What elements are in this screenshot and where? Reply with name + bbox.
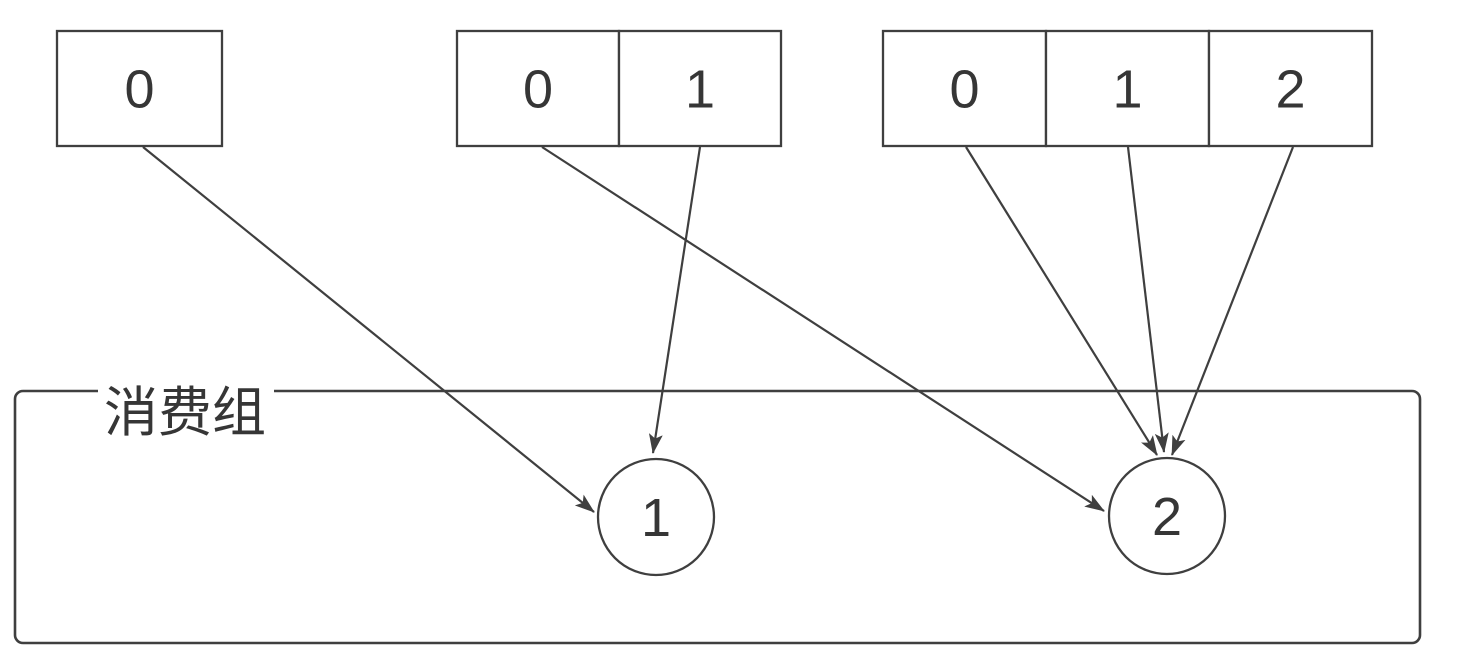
consumer-group-box [13,389,1422,645]
partition-row-2-cell-1 [617,29,783,148]
partition-row-3-cell-2-label: 2 [1275,59,1305,119]
consumer-1-circle [596,457,716,577]
consumer-2-label: 2 [1152,487,1182,547]
edge-partition-row-1.cell-0-to-consumer-1 [142,146,595,513]
consumer-group-label-background [98,386,274,438]
edge-partition-row-2.cell-1-to-consumer-1 [648,146,702,454]
edge-partition-row-2.cell-0-to-consumer-2 [541,146,1105,512]
partition-row-3-cell-1 [1044,29,1211,148]
consumer-group-label: 消费组 [104,383,266,443]
partition-row-2-cell-0-label: 0 [523,59,553,119]
edge-partition-row-3.cell-0-to-consumer-2 [965,146,1158,456]
edge-partition-row-3.cell-2-to-consumer-2 [1170,146,1295,456]
partition-row-3-cell-0 [881,29,1048,148]
partition-row-3-cell-2 [1207,29,1374,148]
edge-partition-row-3.cell-1-to-consumer-2 [1126,146,1169,453]
partition-row-3-cell-1-label: 1 [1112,59,1142,119]
partition-row-2-cell-0 [455,29,621,148]
partition-row-2-cell-1-label: 1 [685,59,715,119]
partition-row-3-cell-0-label: 0 [949,59,979,119]
partition-row-1-cell-0 [55,29,224,148]
partition-row-1-cell-0-label: 0 [124,59,154,119]
consumer-1-label: 1 [641,488,671,548]
consumer-2-circle [1107,456,1227,576]
